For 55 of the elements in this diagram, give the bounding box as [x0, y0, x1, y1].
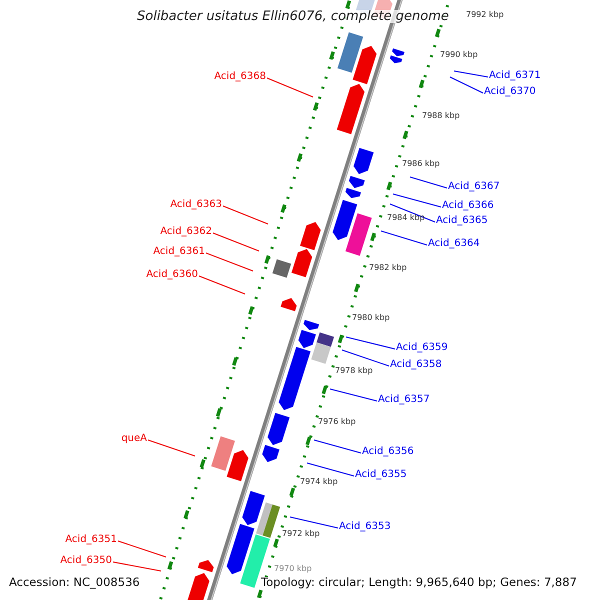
- leader-line: [212, 232, 260, 252]
- accession-text: Accession: NC_008536: [9, 577, 140, 588]
- leader-line: [222, 206, 268, 224]
- leader-line: [454, 70, 488, 78]
- gene-label: Acid_6361: [153, 247, 205, 257]
- leader-line: [314, 440, 362, 454]
- scale-label: 7992 kbp: [466, 11, 504, 19]
- scale-label: 7990 kbp: [440, 51, 478, 59]
- leader-line: [266, 78, 314, 98]
- scale-label: 7984 kbp: [387, 214, 425, 222]
- leader-line: [198, 276, 246, 294]
- gene-label: Acid_6368: [214, 72, 266, 82]
- gene-label: Acid_6357: [378, 395, 430, 405]
- scale-label: 7974 kbp: [300, 478, 338, 486]
- gene-label: Acid_6363: [170, 200, 222, 210]
- scale-label: 7988 kbp: [422, 112, 460, 120]
- leader-line: [392, 194, 442, 208]
- leader-line: [380, 230, 428, 246]
- gene-label: Acid_6364: [428, 239, 480, 249]
- gene-label: Acid_6359: [396, 343, 448, 353]
- gene-label: Acid_6362: [160, 227, 212, 237]
- leader-line: [306, 462, 354, 476]
- gene-label: Acid_6365: [436, 216, 488, 226]
- scale-label: 7982 kbp: [369, 264, 407, 272]
- gene-label: Acid_6360: [146, 270, 198, 280]
- gene-label: Acid_6355: [355, 470, 407, 480]
- leader-line: [148, 440, 196, 456]
- gene-label: Acid_6366: [442, 201, 494, 211]
- map-title: Solibacter usitatus Ellin6076, complete genome: [137, 10, 449, 23]
- genome-summary-text: Topology: circular; Length: 9,965,640 bp; Genes: 7,887: [261, 577, 577, 588]
- leader-line: [450, 76, 484, 94]
- leader-line: [330, 388, 378, 402]
- leader-line: [342, 350, 390, 366]
- leader-line: [346, 336, 396, 350]
- gene-label: Acid_6356: [362, 447, 414, 457]
- scale-label: 7976 kbp: [318, 418, 356, 426]
- gene-label: Acid_6350: [60, 556, 112, 566]
- scale-label: 7978 kbp: [335, 367, 373, 375]
- gene-label: Acid_6353: [339, 522, 391, 532]
- gene-label: Acid_6371: [489, 71, 541, 81]
- leader-line: [112, 562, 162, 572]
- scale-label: 7986 kbp: [402, 160, 440, 168]
- leader-line: [206, 252, 254, 272]
- gene-label: Acid_6370: [484, 87, 536, 97]
- leader-line: [390, 204, 436, 222]
- gene-label: queA: [121, 434, 147, 444]
- leader-line: [118, 540, 166, 558]
- scale-label: 7972 kbp: [282, 530, 320, 538]
- scale-label: 7980 kbp: [352, 314, 390, 322]
- leader-line: [290, 516, 338, 528]
- gene-label: Acid_6351: [65, 535, 117, 545]
- gene-label: Acid_6358: [390, 360, 442, 370]
- leader-line: [410, 176, 448, 188]
- gene-label: Acid_6367: [448, 182, 500, 192]
- scale-label: 7970 kbp: [274, 565, 312, 573]
